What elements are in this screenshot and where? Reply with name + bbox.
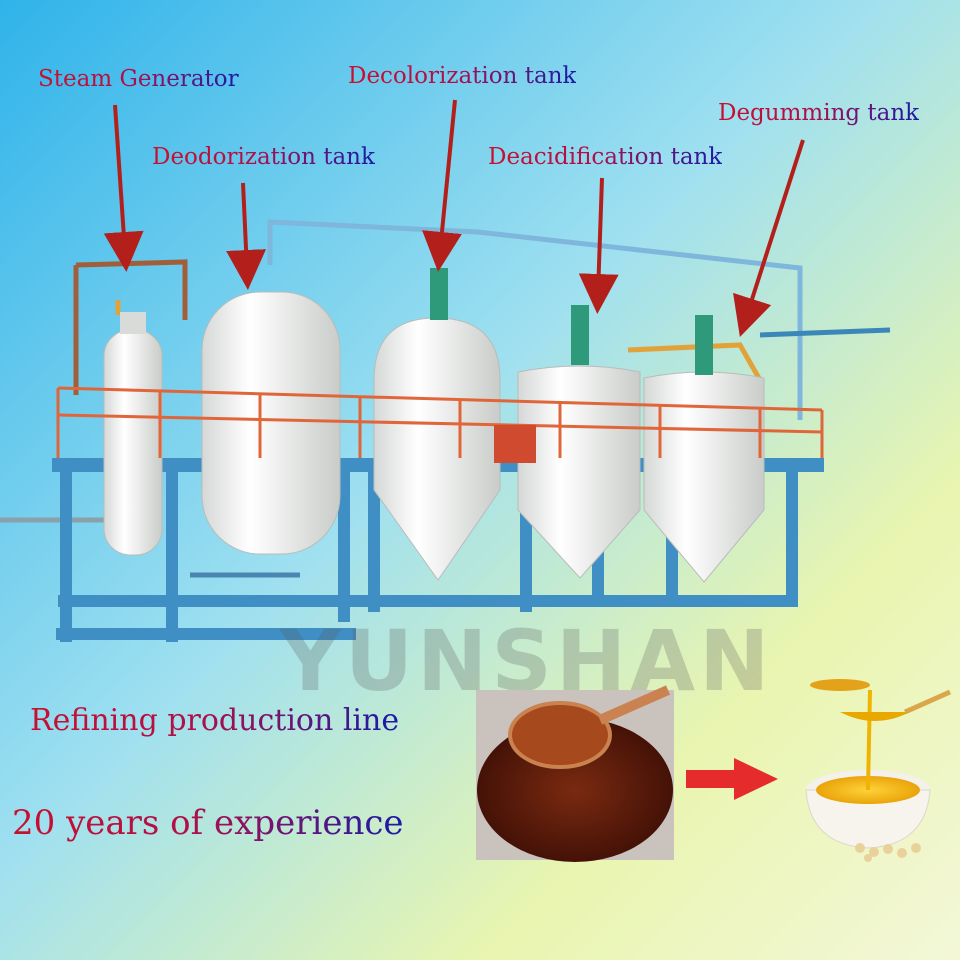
- deacidification-tank: [517, 305, 641, 579]
- callout-arrows: [103, 99, 805, 338]
- label-degumming-tank: Degumming tank: [718, 100, 920, 126]
- process-arrow: [686, 758, 778, 800]
- caption-experience: 20 years of experience: [12, 803, 404, 843]
- steam-generator-arrow: [103, 104, 144, 272]
- decolorization-arrow: [422, 99, 462, 272]
- label-steam-generator: Steam Generator: [38, 66, 239, 92]
- decolorization-tank: [373, 268, 501, 581]
- crude-oil-photo: [476, 685, 674, 862]
- steam-generator-tank: [103, 312, 163, 556]
- deodorization-tank: [201, 291, 341, 555]
- control-box: [494, 425, 536, 463]
- deacidification-arrow: [578, 177, 619, 314]
- deodorization-arrow: [226, 182, 267, 290]
- refined-oil-bowl: [805, 679, 952, 862]
- caption-refining-line: Refining production line: [30, 703, 400, 738]
- label-deodorization-tank: Deodorization tank: [152, 144, 375, 170]
- degumming-arrow: [733, 139, 805, 338]
- label-deacidification-tank: Deacidification tank: [488, 144, 723, 170]
- label-decolorization-tank: Decolorization tank: [348, 63, 577, 89]
- safety-railing: [56, 386, 824, 458]
- degumming-tank: [643, 315, 765, 583]
